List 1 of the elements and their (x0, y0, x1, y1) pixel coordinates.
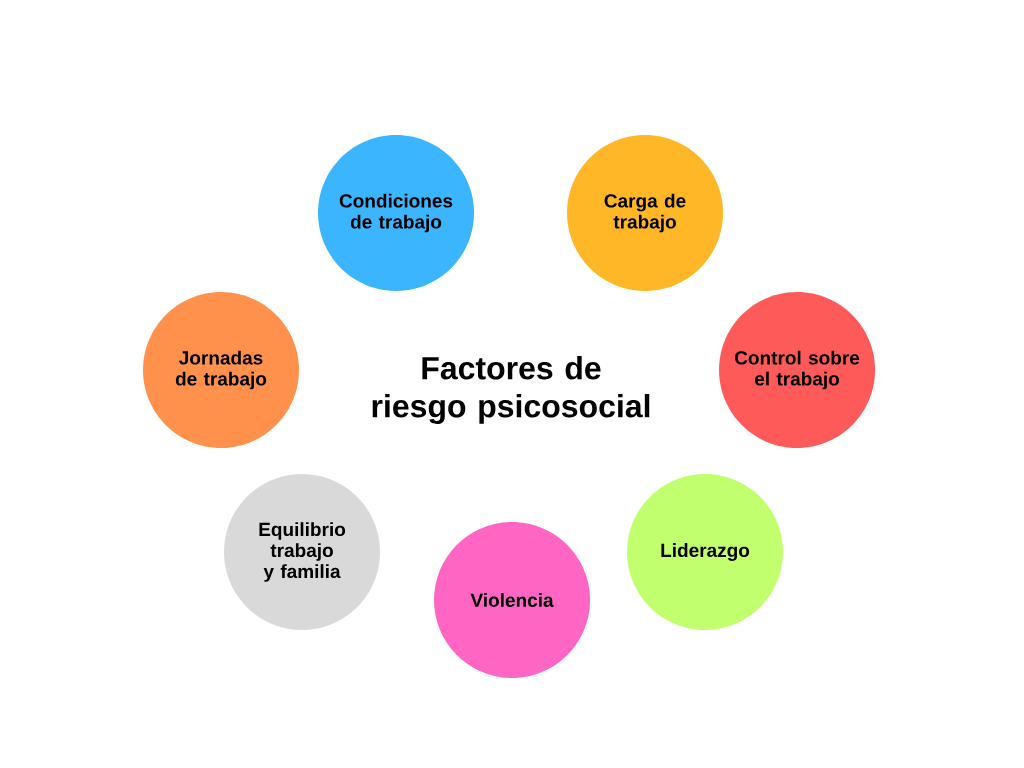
title: Factores de riesgo psicosocial (372, 356, 650, 424)
